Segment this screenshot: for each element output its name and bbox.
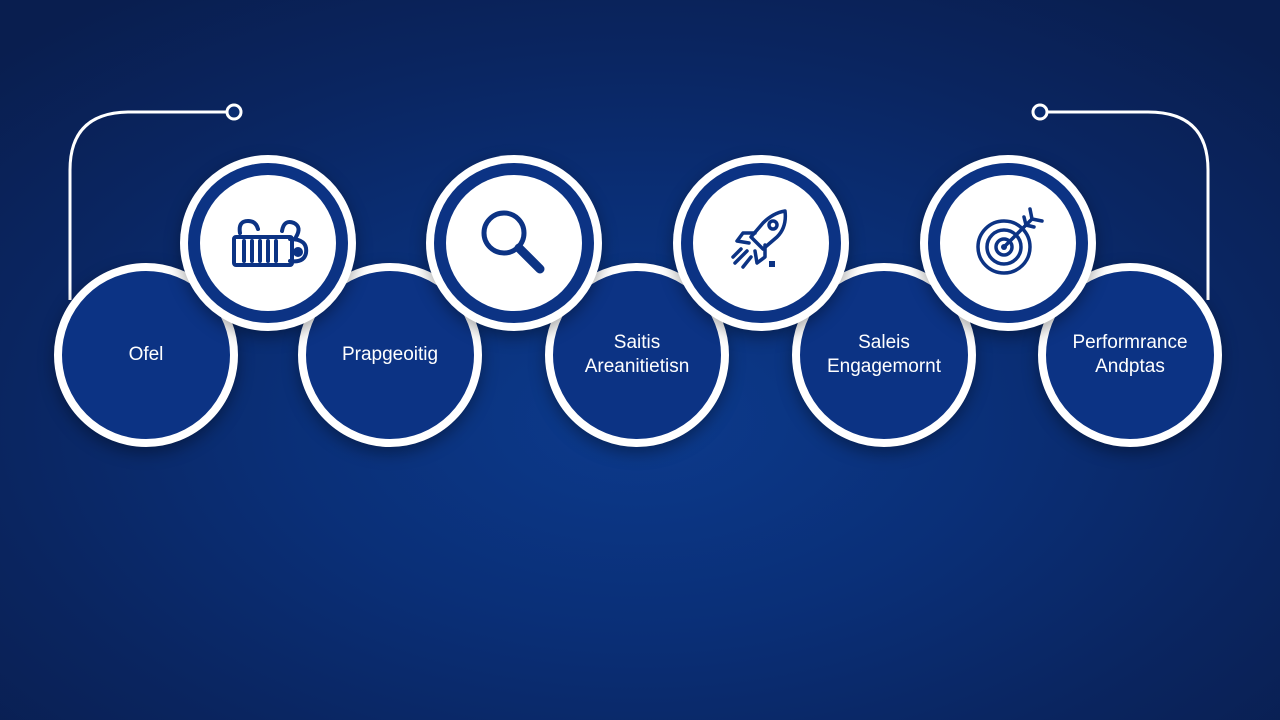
step-label-1: Ofel bbox=[128, 344, 164, 365]
icon-circle-1 bbox=[180, 155, 356, 331]
icon-circle-3 bbox=[673, 155, 849, 331]
step-label-4: Saleis Engagemornt bbox=[826, 332, 942, 377]
target-icon bbox=[976, 207, 1044, 275]
left-connector-end-dot bbox=[225, 103, 243, 121]
rocket-icon bbox=[731, 209, 788, 269]
icon-circle-2 bbox=[426, 155, 602, 331]
step-label-5: Performrance Andptas bbox=[1072, 332, 1188, 377]
step-circle-5: Performrance Andptas bbox=[1038, 263, 1222, 447]
left-connector-line bbox=[68, 110, 226, 300]
basket-icon bbox=[232, 219, 309, 267]
step-label-3: Saitis Areanitietisn bbox=[584, 332, 690, 377]
icon-circle-4 bbox=[920, 155, 1096, 331]
right-connector-end-dot bbox=[1031, 103, 1049, 121]
step-label-2: Prapgeoitig bbox=[341, 344, 439, 365]
magnifier-icon bbox=[481, 210, 545, 274]
right-connector-line bbox=[1048, 110, 1210, 300]
